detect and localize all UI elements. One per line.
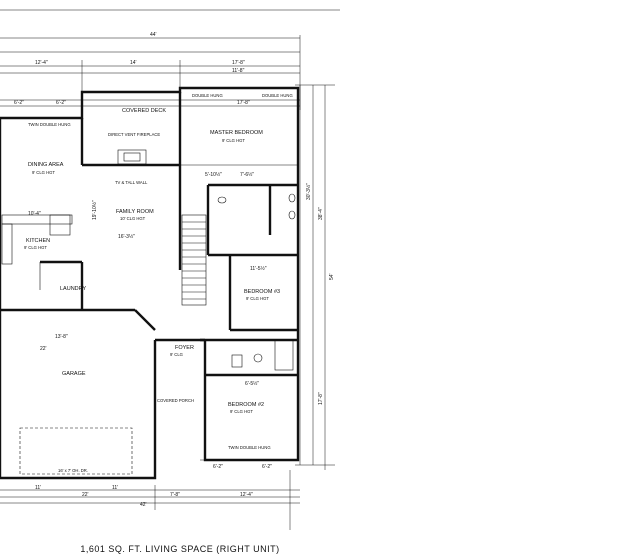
bath-fixtures	[217, 193, 296, 371]
dim-overall-width-bottom: 42'	[140, 502, 147, 508]
dim-mbr-width: 17'-8"	[237, 100, 250, 106]
dim-kitchen-10-4: 10'-4"	[28, 211, 41, 217]
dim-br2-6-2b: 6'-2"	[262, 464, 272, 470]
dim-dining-6-2a: 6'-2"	[14, 100, 24, 106]
dim-depth-30: 30'-3½"	[305, 183, 312, 200]
kitchen-counters	[1, 214, 73, 265]
room-family-room: FAMILY ROOM	[116, 209, 154, 215]
dim-bath-6-5: 6'-5½"	[245, 380, 259, 387]
dim-right-top: 17'-8"	[232, 60, 245, 66]
dim-mid-top: 14'	[130, 60, 137, 66]
room-master-bedroom-ceiling: 9' CLG HGT	[222, 138, 245, 143]
dim-br3-11-5: 11'-5½"	[250, 265, 267, 272]
dim-garage-11a: 11'	[35, 485, 41, 491]
dim-family-16-3: 16'-3½"	[118, 233, 135, 240]
room-bedroom2-ceiling: 9' CLG HGT	[230, 409, 253, 414]
room-covered-porch: COVERED PORCH	[157, 398, 194, 403]
dim-bath-7-6: 7'-6½"	[240, 171, 254, 178]
room-bedroom3: BEDROOM #3	[244, 289, 280, 295]
dim-bath-5-10: 5'-10½"	[205, 171, 222, 178]
window-br2: TWIN DOUBLE HUNG	[228, 445, 271, 450]
interior-walls	[0, 92, 298, 377]
right-dimension-lines	[295, 84, 335, 470]
dim-depth-17-8: 17'-8"	[318, 392, 324, 405]
dim-overall-width: 44'	[150, 32, 157, 38]
fireplace-label: DIRECT VENT FIREPLACE	[108, 132, 160, 137]
room-dining-area: DINING AREA	[28, 162, 64, 168]
room-bedroom2: BEDROOM #2	[228, 402, 264, 408]
dim-left-top: 12'-4"	[35, 60, 48, 66]
tv-wall-label: TV & TALL WALL	[115, 180, 148, 185]
dim-bottom-7-8: 7'-8"	[170, 492, 180, 498]
dim-dining-6-2b: 6'-2"	[56, 100, 66, 106]
room-family-ceiling: 10' CLG HGT	[120, 216, 146, 221]
window-mbr-right: DOUBLE HUNG	[262, 93, 293, 98]
room-bedroom3-ceiling: 9' CLG HGT	[246, 296, 269, 301]
stairs	[181, 214, 207, 306]
room-foyer-ceiling: 9' CLG	[170, 352, 183, 357]
dim-mbr-11-8: 11'-8"	[232, 68, 245, 74]
room-kitchen-ceiling: 9' CLG HGT	[24, 245, 47, 250]
dim-overall-depth: 54'	[329, 273, 335, 280]
garage-door	[19, 427, 133, 475]
room-foyer: FOYER	[175, 345, 194, 351]
dim-garage-22: 22'	[82, 492, 89, 498]
dim-br2-6-2a: 6'-2"	[213, 464, 223, 470]
room-master-bedroom: MASTER BEDROOM	[210, 130, 263, 136]
garage-door-label: 16' x 7' OH. DR.	[58, 468, 88, 473]
room-dining-ceiling: 9' CLG HGT	[32, 170, 55, 175]
window-dining: TWIN DOUBLE HUNG	[28, 122, 71, 127]
dim-depth-38: 38'-4"	[318, 207, 324, 220]
room-kitchen: KITCHEN	[26, 238, 50, 244]
bottom-dimension-lines	[0, 459, 300, 530]
room-garage: GARAGE	[62, 371, 86, 377]
room-covered-deck: COVERED DECK	[122, 108, 166, 114]
dim-hall-19-10: 19'-10½"	[91, 200, 98, 220]
room-laundry: LAUNDRY	[60, 286, 87, 292]
dim-garage-11b: 11'	[112, 485, 118, 491]
exterior-walls	[0, 86, 300, 480]
plan-caption: 1,601 SQ. FT. LIVING SPACE (RIGHT UNIT)	[80, 544, 280, 554]
top-dimension-lines	[0, 35, 301, 110]
dim-family-13-8: 13'-8"	[55, 334, 68, 340]
dim-garage-width-top: 22'	[40, 346, 47, 352]
fireplace	[117, 149, 147, 165]
window-mbr-left: DOUBLE HUNG	[192, 93, 223, 98]
dim-bottom-12-4: 12'-4"	[240, 492, 253, 498]
